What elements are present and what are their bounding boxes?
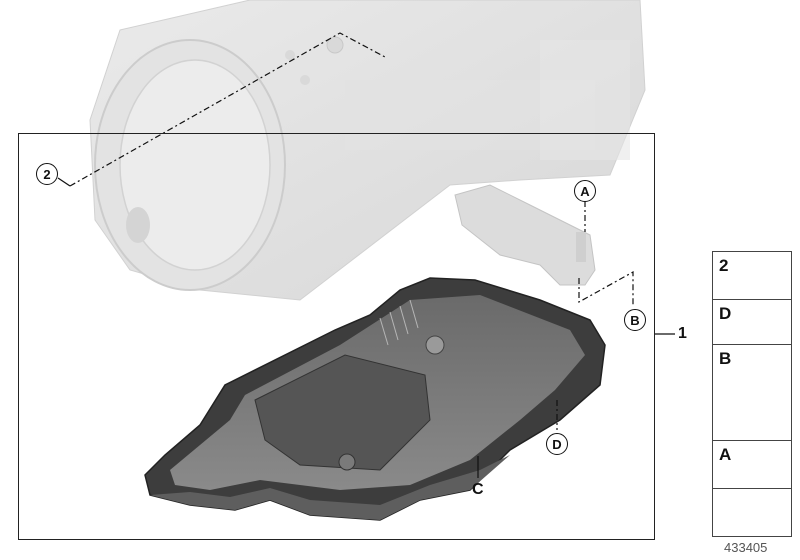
callout-d[interactable]: D — [546, 433, 568, 455]
assembly-frame — [18, 133, 655, 540]
legend-key: 2 — [719, 256, 729, 275]
callout-label: B — [630, 312, 640, 328]
diagram-id: 433405 — [724, 540, 768, 555]
callout-label: A — [580, 183, 590, 199]
legend-item-o-ring[interactable]: A — [712, 441, 792, 489]
legend-item-short-screw[interactable]: D — [712, 300, 792, 345]
oil-pan — [144, 277, 606, 521]
callout-2[interactable]: 2 — [36, 163, 58, 185]
assembly-number-1[interactable]: 1 — [678, 325, 687, 342]
transmission-housing — [89, 0, 646, 301]
parts-legend: 2 D B A — [712, 251, 792, 537]
mechatronic-sleeve — [454, 184, 596, 286]
callout-c[interactable]: C — [472, 481, 484, 498]
legend-key: D — [719, 304, 732, 323]
legend-item-assembly-arrow[interactable] — [712, 489, 792, 537]
callout-label: D — [552, 436, 562, 452]
callout-a[interactable]: A — [574, 180, 596, 202]
leader-lines — [57, 32, 675, 478]
legend-key: B — [719, 349, 732, 368]
callout-label: 2 — [43, 166, 51, 182]
legend-key: A — [719, 445, 732, 464]
callout-b[interactable]: B — [624, 309, 646, 331]
legend-item-long-screw[interactable]: B — [712, 345, 792, 441]
legend-item-drain-plug[interactable]: 2 — [712, 251, 792, 300]
